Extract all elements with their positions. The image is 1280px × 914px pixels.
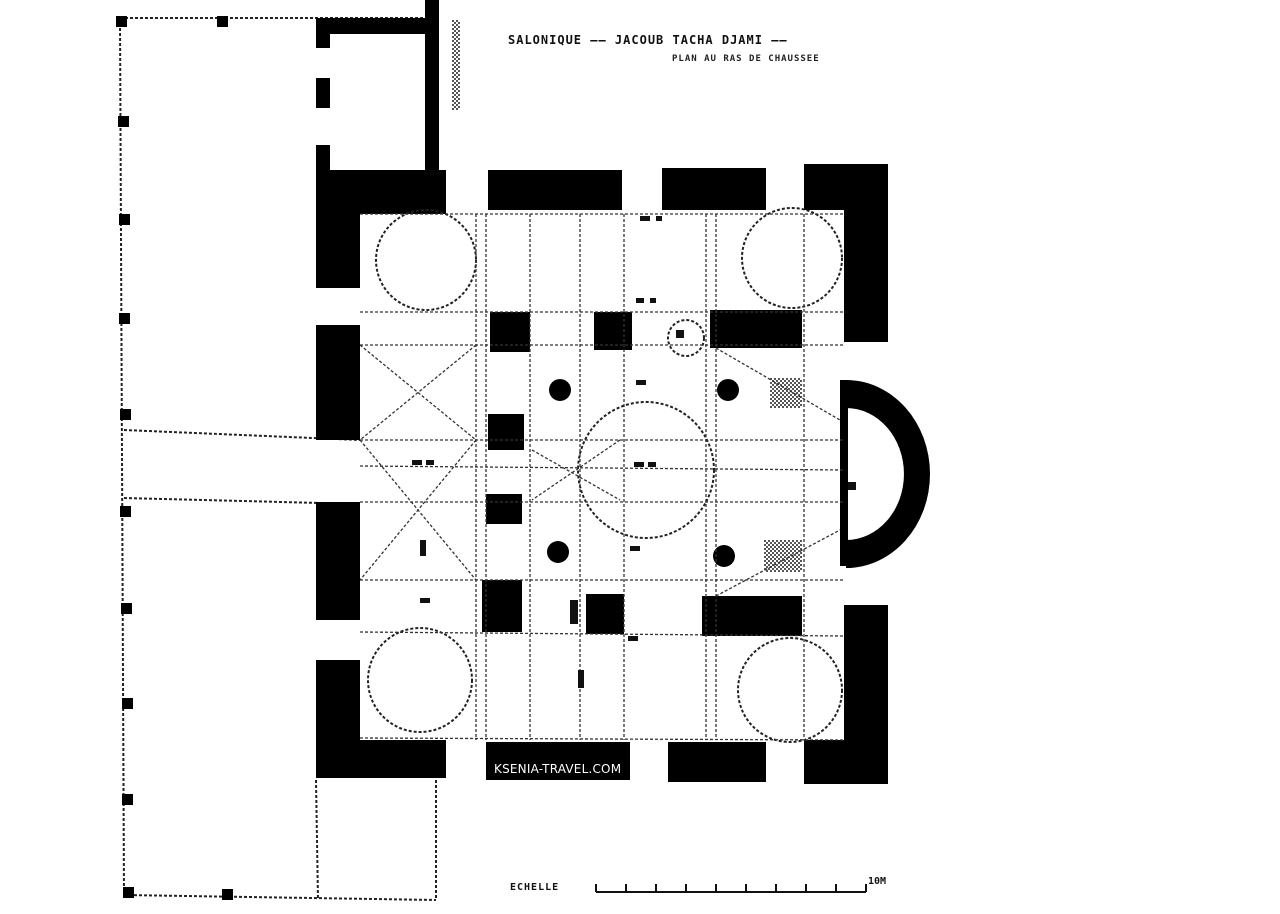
plan-title: SALONIQUE —— JACOUB TACHA DJAMI ——	[508, 33, 788, 47]
watermark: KSENIA-TRAVEL.COM	[487, 760, 629, 778]
scale-end-label: 10M	[868, 876, 887, 887]
columns	[547, 379, 739, 567]
annotation-marks	[412, 216, 856, 688]
vault-grid	[359, 213, 845, 741]
domes	[367, 207, 843, 743]
annex-walls	[316, 0, 460, 175]
courtyard-pillars	[116, 16, 233, 900]
inner-piers	[482, 310, 802, 636]
outer-walls	[316, 164, 930, 784]
scale-label: ECHELLE	[510, 882, 560, 893]
scale-bar	[595, 884, 867, 893]
plan-subtitle: PLAN AU RAS DE CHAUSSEE	[672, 54, 820, 64]
